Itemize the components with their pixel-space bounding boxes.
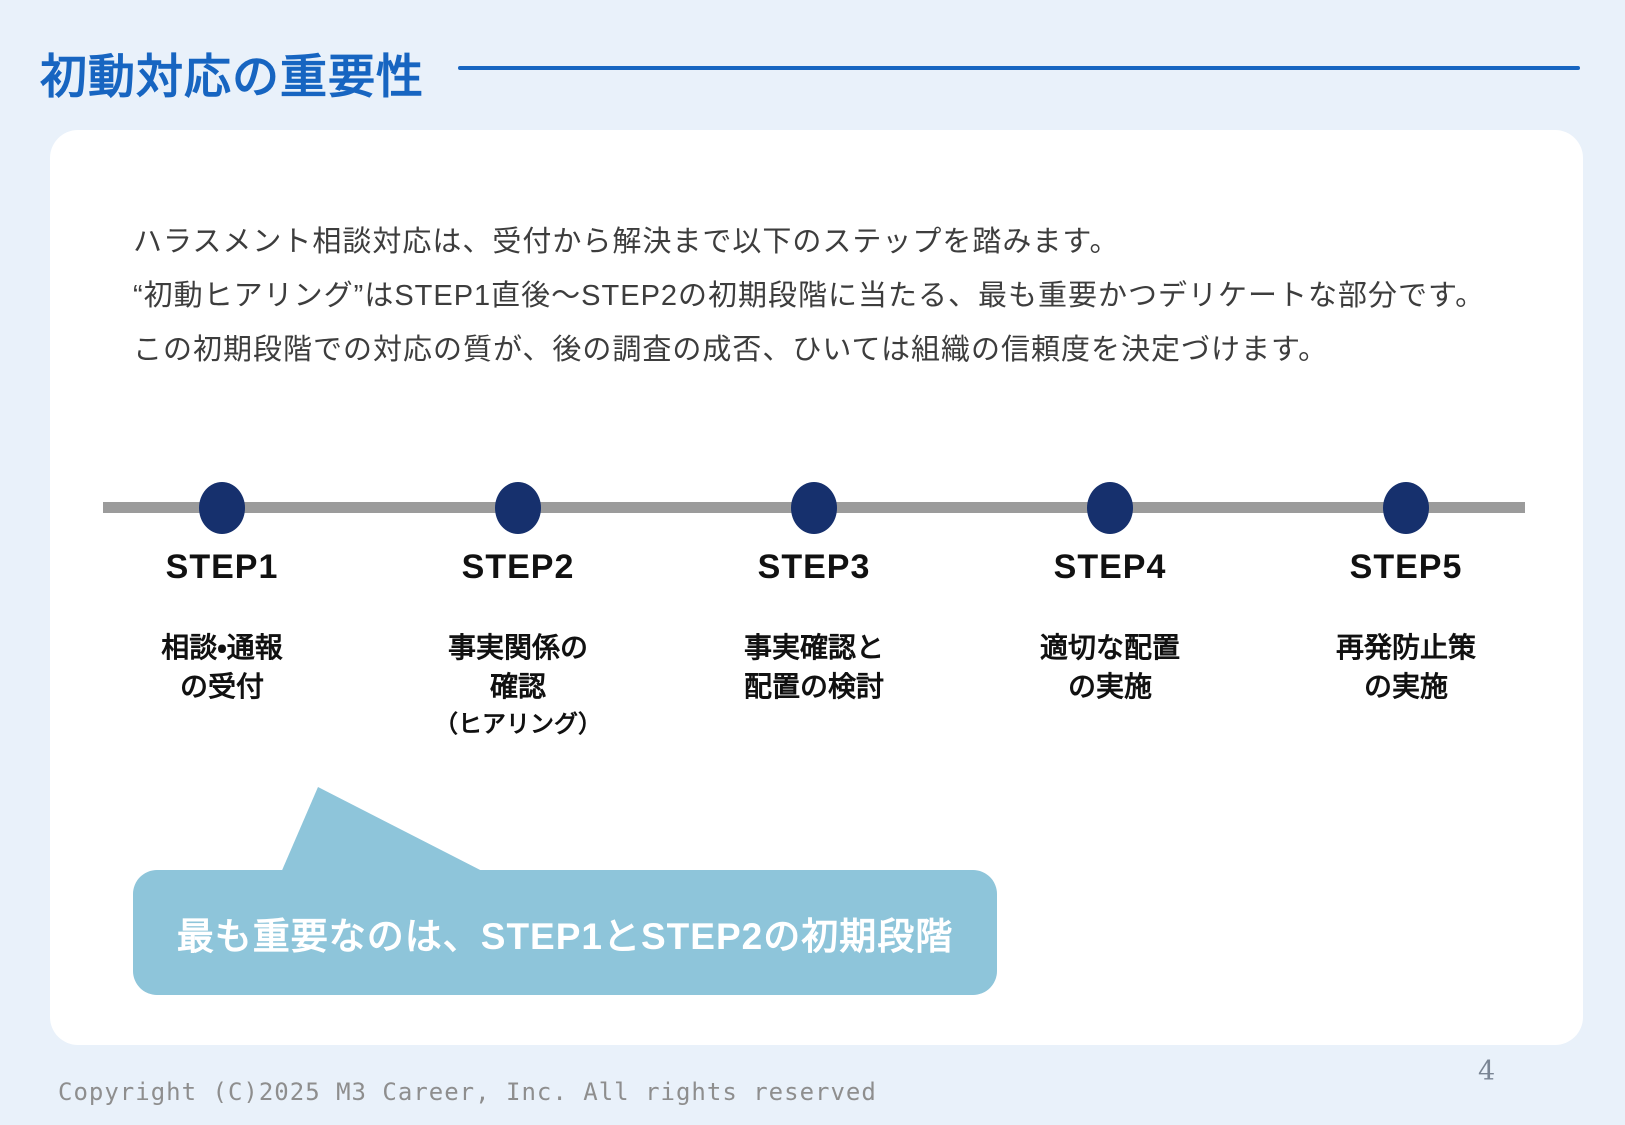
timeline-dot-step3	[791, 482, 837, 534]
intro-line: この初期段階での対応の質が、後の調査の成否、ひいては組織の信頼度を決定づけます。	[133, 334, 1329, 366]
intro-line: “初動ヒアリング”はSTEP1直後〜STEP2の初期段階に当たる、最も重要かつデ…	[133, 280, 1486, 312]
step-label: STEP3	[757, 548, 871, 586]
step-label: STEP5	[1349, 548, 1463, 586]
step-column-3: STEP3 事実確認と 配置の検討	[664, 548, 964, 706]
callout-bubble: 最も重要なのは、STEP1とSTEP2の初期段階	[133, 870, 997, 995]
step-column-4: STEP4 適切な配置 の実施	[960, 548, 1260, 706]
step-title: 再発防止策 の実施	[1335, 632, 1476, 702]
step-label: STEP2	[461, 548, 575, 586]
page-title: 初動対応の重要性	[40, 50, 424, 103]
timeline-dot-step4	[1087, 482, 1133, 534]
step-note: （ヒアリング）	[434, 711, 602, 738]
step-title: 適切な配置 の実施	[1039, 632, 1180, 702]
step-column-2: STEP2 事実関係の 確認 （ヒアリング）	[368, 548, 668, 742]
timeline-dot-step1	[199, 482, 245, 534]
timeline-dot-step5	[1383, 482, 1429, 534]
step-title: 事実関係の 確認	[447, 632, 588, 702]
step-label: STEP4	[1053, 548, 1167, 586]
title-rule	[458, 66, 1580, 70]
step-column-5: STEP5 再発防止策 の実施	[1256, 548, 1556, 706]
page-number: 4	[1478, 1056, 1496, 1087]
step-column-1: STEP1 相談・通報 の受付	[72, 548, 372, 706]
callout-tail	[280, 787, 490, 875]
timeline-dot-step2	[495, 482, 541, 534]
step-label: STEP1	[165, 548, 279, 586]
callout-text: 最も重要なのは、STEP1とSTEP2の初期段階	[176, 915, 954, 957]
intro-paragraph: ハラスメント相談対応は、受付から解決まで以下のステップを踏みます。 “初動ヒアリ…	[133, 215, 1485, 377]
copyright-text: Copyright (C)2025 M3 Career, Inc. All ri…	[58, 1078, 877, 1106]
step-title: 事実確認と 配置の検討	[743, 632, 884, 702]
step-title: 相談・通報 の受付	[161, 632, 283, 702]
intro-line: ハラスメント相談対応は、受付から解決まで以下のステップを踏みます。	[133, 226, 1120, 258]
